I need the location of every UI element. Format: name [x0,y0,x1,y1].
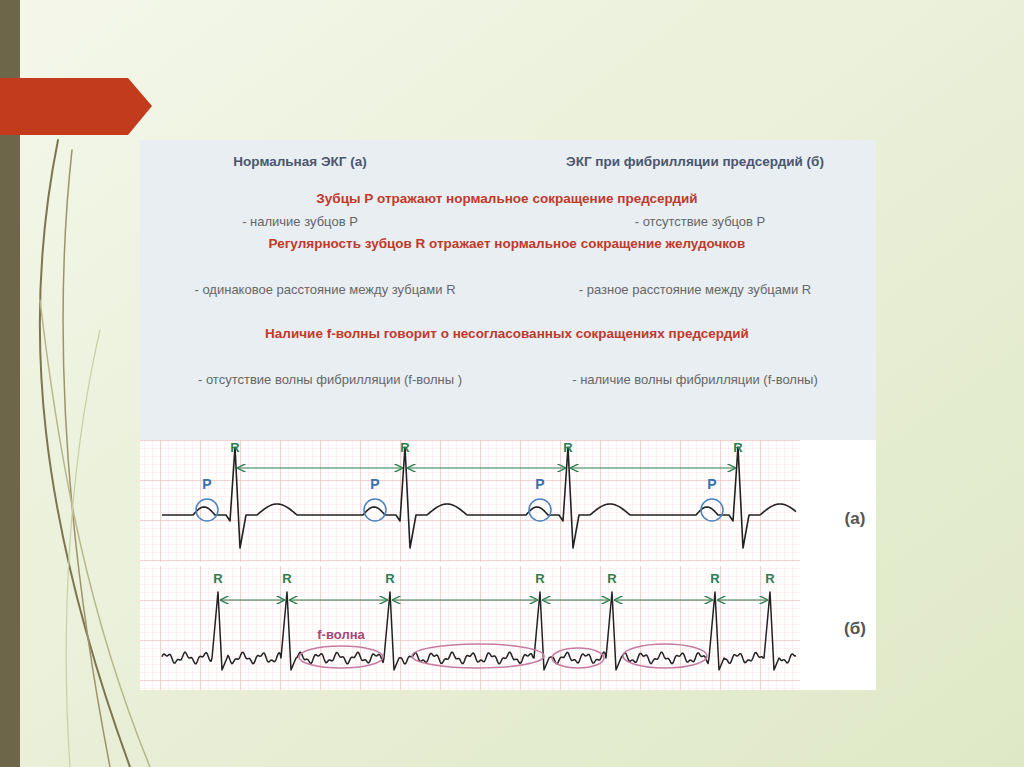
marker-label: P [191,476,223,492]
ecg-grid [140,440,800,562]
marker-circle [701,499,723,521]
marker-label: P [359,476,391,492]
note-text: - отсутствие зубцов Р [570,214,830,230]
p-wave-marker: P [696,476,728,526]
marker-label: P [696,476,728,492]
section-heading: Регулярность зубцов R отражает нормально… [157,236,857,253]
ecg-trace [162,447,796,548]
rr-interval-arrow [238,467,402,468]
r-wave-label: R [395,440,415,456]
r-wave-label: R [705,571,725,587]
panel-label: (а) [833,508,877,529]
note-text: - отсутствие волны фибрилляции (f-волны … [198,372,463,388]
r-wave-label: R [225,440,245,456]
r-wave-label: R [558,440,578,456]
panel-label: (б) [833,618,877,639]
r-wave-label: R [760,571,780,587]
rr-interval-arrow [408,467,565,468]
ecg-trace [162,592,796,670]
p-wave-marker: P [191,476,223,526]
marker-circle [364,499,386,521]
r-wave-label: R [208,571,228,587]
note-text: - разное расстояние между зубцами R [578,282,813,298]
ecg-panel [140,440,876,690]
f-wave-ellipse [552,648,604,668]
r-wave-label: R [728,440,748,456]
r-wave-label: R [530,571,550,587]
rr-interval-arrow [615,599,712,600]
r-wave-label: R [277,571,297,587]
rr-interval-arrow [221,599,284,600]
column-heading: ЭКГ при фибрилляции предсердий (б) [515,154,875,171]
f-wave-marker: f-волна [296,627,386,671]
r-wave-label: R [602,571,622,587]
p-wave-marker: P [524,476,556,526]
rr-interval-arrow [290,599,387,600]
marker-label: P [524,476,556,492]
marker-label: f-волна [296,627,386,643]
column-heading: Нормальная ЭКГ (а) [165,154,435,171]
marker-circle [529,499,551,521]
f-wave-ellipse [623,644,707,668]
note-text: - наличие зубцов Р [170,214,430,230]
rr-interval-arrow [571,467,735,468]
p-wave-marker: P [359,476,391,526]
ecg-grid [140,566,800,690]
title-banner [0,78,152,135]
r-wave-label: R [380,571,400,587]
marker-ellipse [299,646,383,668]
f-wave-ellipse [412,644,544,668]
rr-interval-arrow [543,599,609,600]
section-heading: Зубцы Р отражают нормальное сокращение п… [167,191,847,208]
marker-circle [196,499,218,521]
rr-interval-arrow [718,599,767,600]
section-heading: Наличие f-волны говорит о несогласованны… [157,326,857,343]
text-panel [140,140,876,440]
decor-lines [40,140,150,767]
rr-interval-arrow [393,599,537,600]
note-text: - наличие волны фибрилляции (f-волны) [570,372,820,388]
note-text: - одинаковое расстояние между зубцами R [193,282,458,298]
